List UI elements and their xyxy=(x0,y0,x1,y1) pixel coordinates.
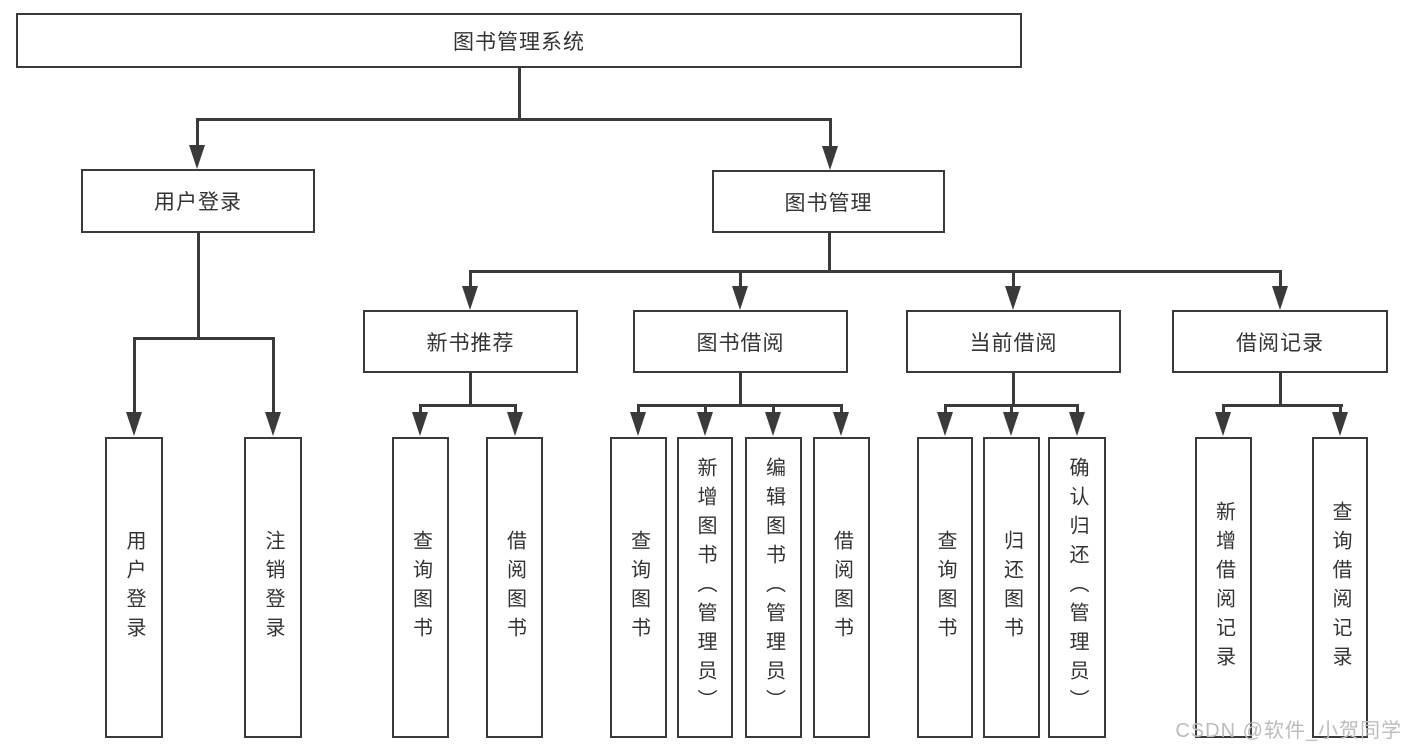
leaf-label: 注销登录 xyxy=(262,529,284,646)
connector-stem xyxy=(1278,373,1282,407)
leaf-add-borrow-record: 新增借阅记录 xyxy=(1195,437,1252,738)
leaf-label: 新增图书（管理员） xyxy=(694,457,716,718)
arrowhead-down-icon xyxy=(732,286,748,310)
connector-drop xyxy=(418,404,422,414)
leaf-label: 查询图书 xyxy=(409,529,432,646)
connector-drop xyxy=(1221,404,1225,414)
connector-drop-user-login xyxy=(195,118,199,147)
csdn-watermark: CSDN @软件_小贺同学 xyxy=(1175,720,1402,742)
connector-drop xyxy=(1075,404,1079,414)
connector-drop-book-mgmt xyxy=(828,118,832,147)
connector-drop xyxy=(1011,270,1015,288)
leaf-query-books-3: 查询图书 xyxy=(917,437,973,738)
node-label: 当前借阅 xyxy=(969,331,1058,355)
connector-drop xyxy=(943,404,947,414)
connector-root-stem xyxy=(517,68,521,120)
arrowhead-down-icon xyxy=(265,412,281,436)
node-label: 借阅记录 xyxy=(1236,331,1324,355)
arrowhead-down-icon xyxy=(833,412,849,436)
arrowhead-down-icon xyxy=(1003,412,1019,436)
connector-bar xyxy=(636,404,843,407)
arrowhead-down-icon xyxy=(1005,286,1021,310)
connector-stem xyxy=(1011,373,1015,407)
arrowhead-down-icon xyxy=(1272,286,1288,310)
node-root-label: 图书管理系统 xyxy=(453,30,585,54)
node-label: 新书推荐 xyxy=(426,331,515,355)
node-book-borrow: 图书借阅 xyxy=(633,310,848,373)
leaf-user-login: 用户登录 xyxy=(105,437,163,738)
node-root: 图书管理系统 xyxy=(16,13,1022,68)
node-user-login: 用户登录 xyxy=(81,169,315,233)
connector-book-mgmt-stem xyxy=(827,233,831,270)
leaf-return-books: 归还图书 xyxy=(983,437,1040,738)
connector-drop xyxy=(636,404,640,414)
leaf-label: 查询借阅记录 xyxy=(1329,500,1351,675)
leaf-label: 新增借阅记录 xyxy=(1212,500,1235,675)
connector-bar xyxy=(418,404,517,407)
arrowhead-down-icon xyxy=(126,412,142,436)
arrowhead-down-icon xyxy=(697,412,713,436)
arrowhead-down-icon xyxy=(189,145,205,169)
arrowhead-down-icon xyxy=(937,412,953,436)
connector-stem xyxy=(468,373,472,407)
node-book-management-label: 图书管理 xyxy=(784,191,873,215)
leaf-borrow-books-2: 借阅图书 xyxy=(813,437,870,738)
leaf-label: 借阅图书 xyxy=(830,529,853,646)
connector-drop xyxy=(513,404,517,414)
connector-drop xyxy=(1278,270,1282,288)
connector-user-login-stem xyxy=(196,233,200,337)
leaf-borrow-books-1: 借阅图书 xyxy=(486,437,543,738)
node-label: 图书借阅 xyxy=(696,331,785,355)
node-current-borrow: 当前借阅 xyxy=(906,310,1121,373)
arrowhead-down-icon xyxy=(1215,412,1231,436)
connector-stem xyxy=(738,373,742,407)
node-user-login-label: 用户登录 xyxy=(154,191,242,214)
leaf-confirm-return-admin: 确认归还（管理员） xyxy=(1048,437,1106,738)
leaf-query-books-2: 查询图书 xyxy=(610,437,667,738)
arrowhead-down-icon xyxy=(412,412,428,436)
arrowhead-down-icon xyxy=(1069,412,1085,436)
arrowhead-down-icon xyxy=(1332,412,1348,436)
leaf-query-books-1: 查询图书 xyxy=(392,437,449,738)
connector-drop xyxy=(839,404,843,414)
node-borrow-records: 借阅记录 xyxy=(1172,310,1388,373)
connector-drop xyxy=(271,337,275,414)
connector-drop xyxy=(468,270,472,288)
connector-bar xyxy=(1221,404,1343,407)
leaf-label: 归还图书 xyxy=(1000,529,1023,646)
leaf-query-borrow-record: 查询借阅记录 xyxy=(1312,437,1368,738)
connector-user-login-bar xyxy=(132,337,275,340)
connector-book-mgmt-bar xyxy=(468,270,1282,273)
leaf-add-books-admin: 新增图书（管理员） xyxy=(677,437,733,738)
arrowhead-down-icon xyxy=(630,412,646,436)
leaf-logout: 注销登录 xyxy=(244,437,302,738)
connector-drop xyxy=(771,404,775,414)
leaf-label: 查询图书 xyxy=(934,529,956,646)
leaf-label: 确认归还（管理员） xyxy=(1066,457,1088,718)
leaf-label: 编辑图书（管理员） xyxy=(762,457,785,718)
leaf-edit-books-admin: 编辑图书（管理员） xyxy=(745,437,802,738)
connector-drop xyxy=(703,404,707,414)
leaf-label: 借阅图书 xyxy=(503,529,526,646)
leaf-label: 查询图书 xyxy=(627,529,650,646)
connector-root-bar xyxy=(195,118,832,121)
leaf-label: 用户登录 xyxy=(123,529,145,646)
connector-drop xyxy=(1338,404,1342,414)
connector-drop xyxy=(738,270,742,288)
arrowhead-down-icon xyxy=(822,146,838,170)
node-new-book-recommend: 新书推荐 xyxy=(363,310,578,373)
node-book-management: 图书管理 xyxy=(712,170,945,233)
connector-drop xyxy=(1009,404,1013,414)
connector-drop xyxy=(132,337,136,414)
arrowhead-down-icon xyxy=(765,412,781,436)
arrowhead-down-icon xyxy=(507,412,523,436)
arrowhead-down-icon xyxy=(462,286,478,310)
